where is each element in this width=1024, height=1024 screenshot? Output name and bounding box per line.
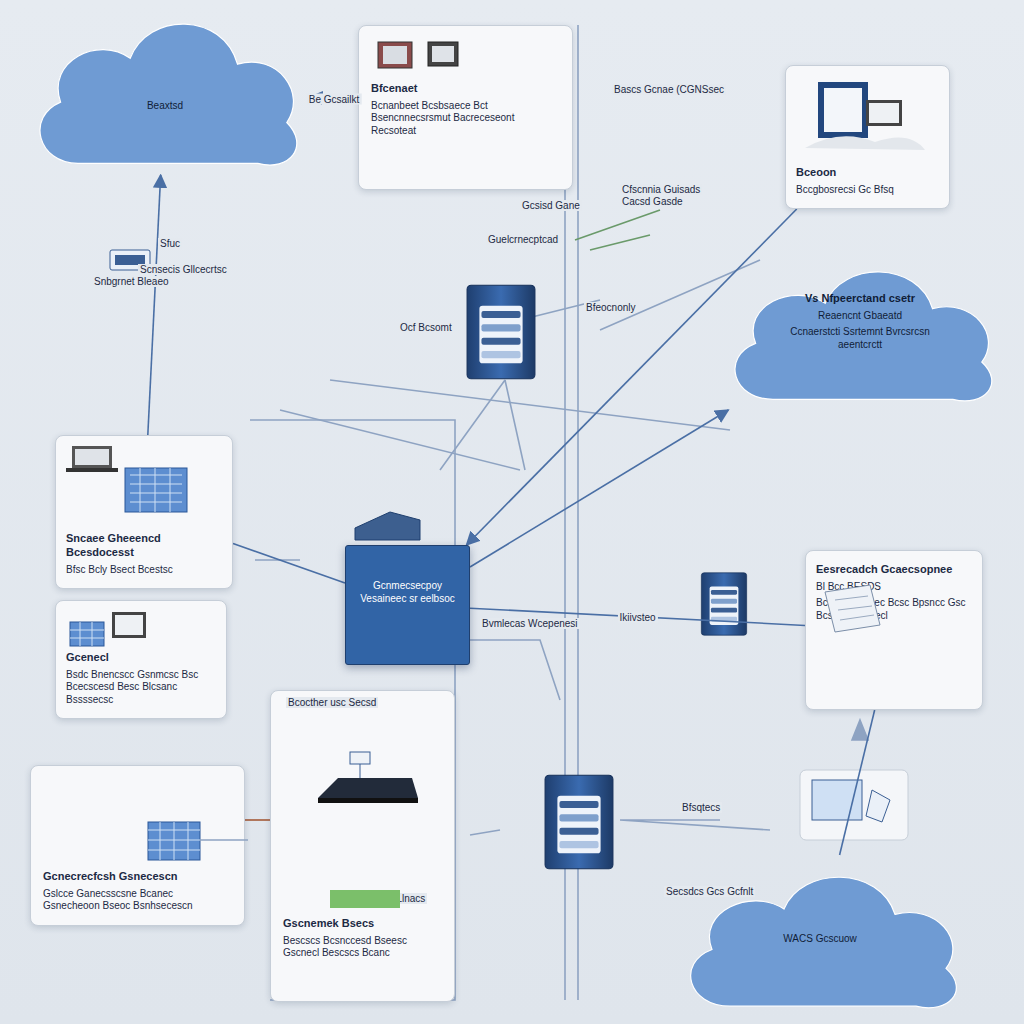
node-body: Bcsc Gcesnsec Bcsc Bpsncc Gsc Bcsscsc Bf… (816, 597, 972, 622)
free-label: Bcocther usc Secsd (286, 697, 378, 708)
cloud-node: Beaxtsd (20, 0, 310, 175)
free-label: Snbgrnet Bleaeo (92, 276, 171, 287)
node-body: Bfsc Bcly Bsect Bcestsc (66, 564, 222, 577)
node-heading: WACS Gcscuow (750, 933, 890, 946)
node-body: Bccgbosrecsi Gc Bfsq (796, 184, 939, 197)
free-label: Cfscnnia Guisads (620, 184, 702, 195)
free-label: Sfsmgrsc Llnacs (350, 893, 427, 904)
node-body: Bcnanbeet Bcsbsaece Bct Bsencnnecsrsmut … (371, 100, 560, 138)
node-heading: Eesrecadch Gcaecsopnee (816, 563, 972, 577)
free-label: Bascs Gcnae (CGNSsec (612, 84, 726, 95)
server-tower (545, 775, 613, 869)
info-box: Gscnemek BsecsBescscs Bcsnccesd Bseesc G… (270, 690, 455, 1002)
node-heading: Gcnmecsecpoy Vesaineec sr eelbsoc (356, 580, 459, 605)
node-heading: Gcnecrecfcsh Gsnecescn (43, 870, 232, 884)
node-body: Gslcce Ganecsscsne Bcanec Gsnecheoon Bse… (43, 888, 232, 913)
cloud-node: Vs Nfpeerctand csetrReaencnt GbaeatdCcna… (715, 250, 1005, 410)
node-body: Ccnaerstcti Ssrtemnt Bvrcsrcsn aeentcrct… (775, 326, 945, 351)
info-box: Sncaee Gheeencd BcesdocesstBfsc Bcly Bse… (55, 435, 233, 589)
server-tower (701, 573, 746, 635)
free-label: Bfsqtecs (680, 802, 722, 813)
free-label: Gcsisd Gane (520, 200, 582, 211)
connector (148, 175, 161, 435)
connector (840, 710, 875, 855)
node-body: Bl Bcc BESDS (816, 581, 972, 594)
free-label: Guelcrnecptcad (486, 234, 560, 245)
server-tower (467, 285, 535, 379)
free-label: Ocf Bcsomt (398, 322, 454, 333)
info-box: Eesrecadch Gcaecsopnee Bl Bcc BESDS Bcsc G… (805, 550, 983, 710)
edge-label: Be Gcsailkt (307, 93, 362, 104)
connector (233, 543, 345, 583)
connector (470, 410, 728, 567)
terminal-device (800, 770, 908, 840)
node-heading: Bceoon (796, 166, 939, 180)
free-label: Bfeocnonly (584, 302, 637, 313)
node-heading: Gcenecl (66, 651, 216, 665)
node-heading: Beaxtsd (90, 100, 240, 113)
cloud-node: WACS Gcscuow (670, 855, 970, 1017)
cloud-shape (20, 0, 310, 175)
edge-label: Ikiivsteo (617, 611, 657, 622)
info-box: GceneclBsdc Bnencscc Gsnmcsc Bsc Bcecsce… (55, 600, 227, 719)
free-label: Scnsecis Gllcecrtsc (138, 264, 229, 275)
info-box: Gcnecrecfcsh GsnecescnGslcce Ganecsscsne… (30, 765, 245, 926)
free-label: Cacsd Gasde (620, 196, 685, 207)
node-body: Bescscs Bcsnccesd Bseesc Gscnecl Bescscs… (283, 935, 442, 960)
info-box: BceoonBccgbosrecsi Gc Bfsq (785, 65, 950, 209)
node-heading: Gscnemek Bsecs (283, 917, 442, 931)
node-heading: Vs Nfpeerctand csetr (775, 292, 945, 306)
node-heading: Bfcenaet (371, 82, 560, 96)
free-label: Sfuc (158, 238, 182, 249)
server-box: Gcnmecsecpoy Vesaineec sr eelbsoc (345, 545, 470, 665)
info-box: BfcenaetBcnanbeet Bcsbsaece Bct Bsencnne… (358, 25, 573, 190)
node-body: Reaencnt Gbaeatd (775, 310, 945, 323)
free-label: Secsdcs Gcs Gcfnlt (664, 886, 755, 897)
free-label: Bvmlecas Wcepenesi (480, 618, 580, 629)
node-heading: Sncaee Gheeencd Bcesdocesst (66, 532, 222, 560)
node-body: Bsdc Bnencscc Gsnmcsc Bsc Bcecscesd Besc… (66, 669, 216, 707)
server-top-device (355, 512, 420, 540)
